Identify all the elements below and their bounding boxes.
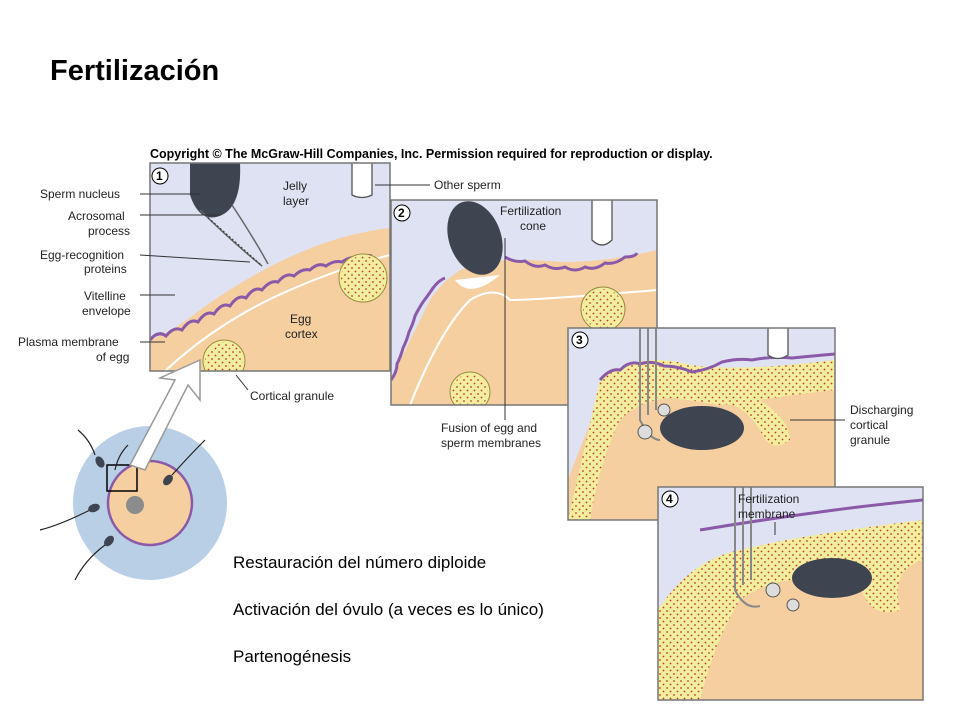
label-discharging-1: Discharging: [850, 403, 913, 417]
bullet-item: Partenogénesis: [233, 647, 352, 666]
bullet-item: Activación del óvulo (a veces es lo únic…: [233, 600, 544, 619]
panel-2: [391, 200, 657, 405]
label-jelly-2: layer: [283, 194, 309, 208]
leader-lines: [139, 184, 845, 535]
label-egg-recognition-2: proteins: [84, 262, 127, 276]
bullet-list: Restauración del número diploide Activac…: [233, 553, 544, 694]
panel-2-number: 2: [398, 206, 405, 220]
label-sperm-nucleus: Sperm nucleus: [40, 187, 120, 201]
label-acrosomal-2: process: [88, 224, 130, 238]
panel-4-number: 4: [666, 492, 673, 506]
label-jelly-1: Jelly: [283, 179, 307, 193]
label-fertilization-cone-2: cone: [520, 219, 546, 233]
label-acrosomal-1: Acrosomal: [68, 209, 125, 223]
label-fertilization-membrane-1: Fertilization: [738, 492, 799, 506]
copyright-notice: Copyright © The McGraw-Hill Companies, I…: [150, 147, 713, 161]
panel-4-frame: [657, 486, 924, 701]
panel-1-number: 1: [156, 169, 163, 183]
label-other-sperm: Other sperm: [434, 178, 501, 192]
panel-2-frame: [390, 199, 658, 406]
label-egg-cortex-1: Egg: [290, 312, 311, 326]
panel-3-number: 3: [576, 333, 583, 347]
labels: Sperm nucleus Acrosomal process Egg-reco…: [18, 178, 913, 521]
panel-4: [658, 487, 923, 700]
label-fusion-1: Fusion of egg and: [441, 421, 537, 435]
label-fertilization-cone-1: Fertilization: [500, 204, 561, 218]
label-vitelline-1: Vitelline: [84, 289, 126, 303]
label-plasma-membrane-1: Plasma membrane: [18, 335, 119, 349]
bullet-item: Restauración del número diploide: [233, 553, 487, 572]
label-plasma-membrane-2: of egg: [96, 350, 129, 364]
label-discharging-3: granule: [850, 433, 890, 447]
panel-1-frame: [149, 162, 391, 372]
label-fusion-2: sperm membranes: [441, 436, 541, 450]
egg-overview: [39, 358, 227, 581]
label-egg-cortex-2: cortex: [285, 327, 318, 341]
label-egg-recognition-1: Egg-recognition: [40, 248, 124, 262]
label-vitelline-2: envelope: [82, 304, 131, 318]
label-discharging-2: cortical: [850, 418, 888, 432]
panel-1: [150, 163, 390, 371]
slide-title: Fertilización: [50, 55, 220, 87]
label-fertilization-membrane-2: membrane: [738, 507, 796, 521]
label-cortical-granule: Cortical granule: [250, 389, 334, 403]
